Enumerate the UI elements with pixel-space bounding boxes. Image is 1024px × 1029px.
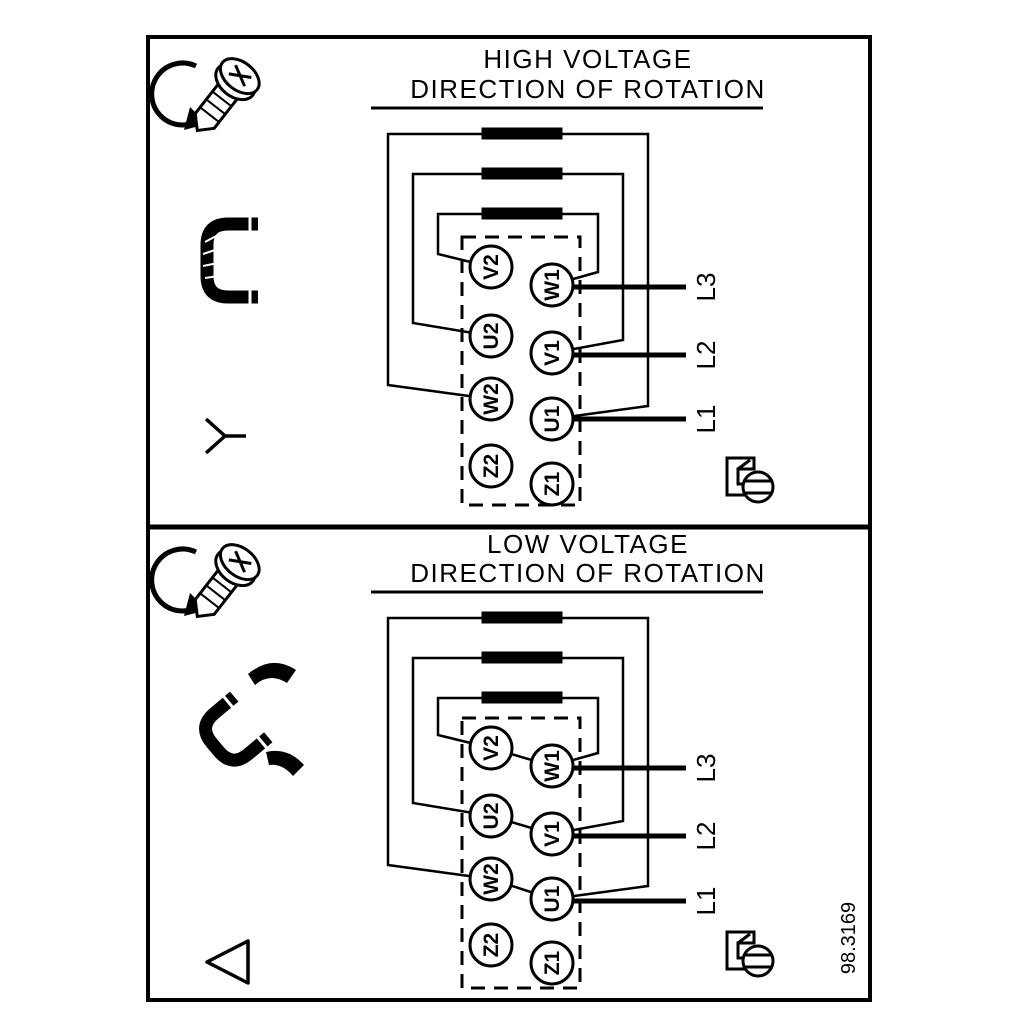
svg-text:U2: U2 bbox=[480, 803, 503, 830]
terminal-z1: Z1 bbox=[529, 461, 575, 507]
svg-text:V1: V1 bbox=[541, 821, 564, 847]
svg-text:V2: V2 bbox=[480, 254, 503, 280]
svg-text:W1: W1 bbox=[541, 269, 564, 301]
jumper-bar bbox=[481, 167, 563, 180]
svg-text:Z2: Z2 bbox=[480, 933, 503, 958]
screw-rotation-icon bbox=[152, 538, 266, 630]
delta-symbol-icon bbox=[205, 939, 250, 985]
terminal-screw-icon bbox=[725, 456, 775, 504]
low-voltage-panel: LOW VOLTAGE DIRECTION OF ROTATION bbox=[152, 529, 860, 990]
jumper-move-icon bbox=[199, 662, 304, 776]
jumper-bar bbox=[481, 207, 563, 220]
screw-rotation-icon bbox=[152, 52, 266, 144]
terminal-v2: V2 bbox=[468, 725, 514, 771]
terminal-box bbox=[460, 235, 582, 507]
label-l3: L3 bbox=[691, 273, 721, 302]
svg-text:W2: W2 bbox=[480, 383, 503, 415]
terminal-screw-icon bbox=[725, 930, 775, 978]
terminal-u1: U1 bbox=[529, 876, 575, 922]
svg-text:W1: W1 bbox=[541, 750, 564, 782]
high-voltage-panel: HIGH VOLTAGE DIRECTION OF ROTATION bbox=[152, 44, 775, 507]
jumper-bar bbox=[481, 651, 563, 664]
terminal-v1: V1 bbox=[529, 811, 575, 857]
svg-text:Z2: Z2 bbox=[480, 454, 503, 479]
jumper-icon bbox=[200, 217, 258, 304]
label-l3: L3 bbox=[691, 754, 721, 783]
figure-number: 98.3169 bbox=[838, 902, 860, 974]
terminal-v1: V1 bbox=[529, 330, 575, 376]
jumper-bar bbox=[481, 127, 563, 140]
low-voltage-subtitle: DIRECTION OF ROTATION bbox=[410, 558, 766, 588]
terminal-u2: U2 bbox=[468, 313, 514, 359]
label-l2: L2 bbox=[691, 341, 721, 370]
svg-text:U2: U2 bbox=[480, 323, 503, 350]
terminal-box bbox=[460, 716, 582, 990]
star-symbol-icon bbox=[204, 417, 246, 455]
svg-text:V1: V1 bbox=[541, 340, 564, 366]
terminal-u1: U1 bbox=[529, 396, 575, 442]
terminal-z2: Z2 bbox=[468, 922, 514, 968]
low-voltage-title: LOW VOLTAGE bbox=[487, 529, 689, 559]
label-l1: L1 bbox=[691, 887, 721, 916]
svg-text:V2: V2 bbox=[480, 735, 503, 761]
high-voltage-title: HIGH VOLTAGE bbox=[483, 44, 692, 74]
terminal-z1: Z1 bbox=[529, 940, 575, 986]
diagram-border bbox=[146, 35, 872, 1002]
svg-text:Z1: Z1 bbox=[541, 471, 564, 496]
wires bbox=[386, 132, 650, 421]
svg-text:U1: U1 bbox=[541, 885, 564, 912]
svg-text:Z1: Z1 bbox=[541, 950, 564, 975]
high-voltage-subtitle: DIRECTION OF ROTATION bbox=[410, 74, 766, 104]
svg-text:W2: W2 bbox=[480, 863, 503, 895]
jumper-bar bbox=[481, 691, 563, 704]
terminal-u2: U2 bbox=[468, 793, 514, 839]
jumper-bar bbox=[481, 611, 563, 624]
label-l2: L2 bbox=[691, 822, 721, 851]
terminal-w1: W1 bbox=[529, 743, 575, 789]
terminal-z2: Z2 bbox=[468, 443, 514, 489]
terminal-w2: W2 bbox=[468, 376, 514, 422]
terminal-v2: V2 bbox=[468, 244, 514, 290]
terminal-w2: W2 bbox=[468, 856, 514, 902]
terminal-w1: W1 bbox=[529, 262, 575, 308]
svg-text:U1: U1 bbox=[541, 405, 564, 432]
label-l1: L1 bbox=[691, 405, 721, 434]
